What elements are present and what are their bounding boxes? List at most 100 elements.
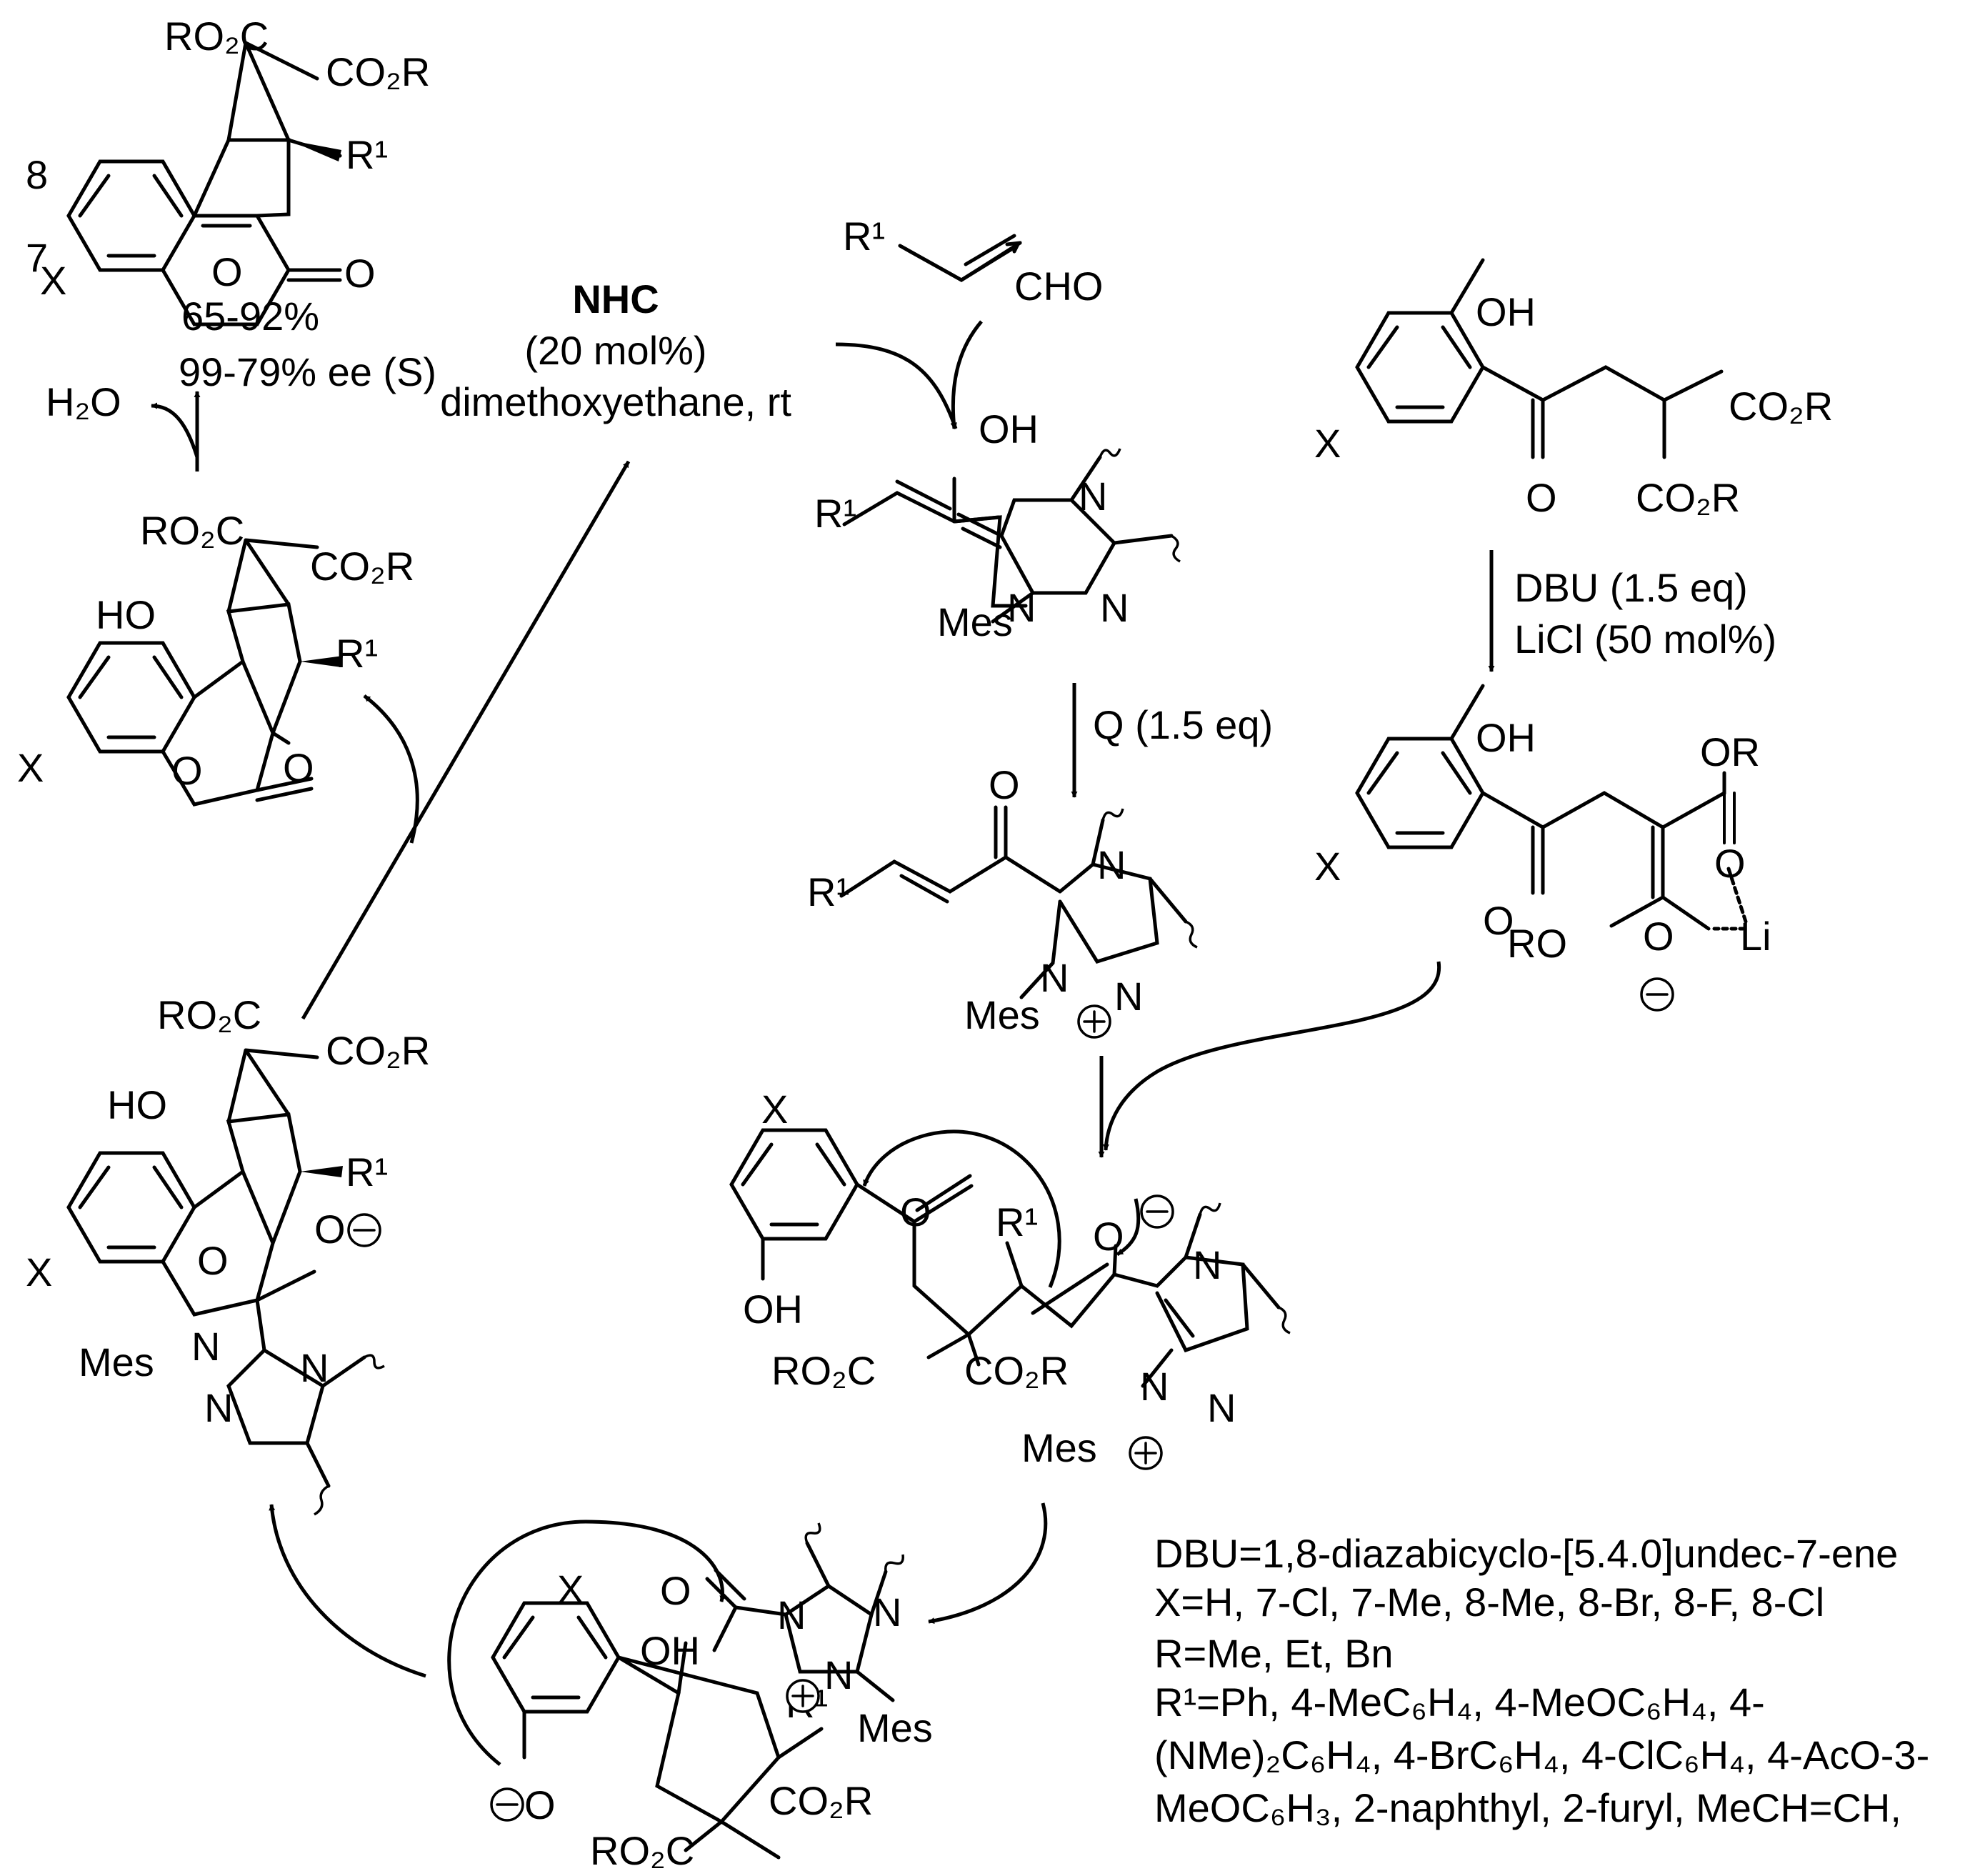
enolate-li: Li: [1740, 914, 1771, 959]
tetrahedral-intermediate: RO₂C CO₂R HO R¹ X O O Mes N N N: [26, 992, 430, 1516]
acyl-n4: N: [1097, 842, 1126, 887]
product-top-right-ester: CO₂R: [326, 49, 430, 94]
michael-hydroxyl: OH: [743, 1287, 803, 1332]
product-position-8: 8: [26, 152, 48, 197]
lactone-substituent: R¹: [336, 631, 378, 676]
enal-aldehyde: CHO: [1014, 264, 1103, 309]
aldol-ester-left: RO₂C: [590, 1828, 694, 1873]
oxidation-step: Q (1.5 eq): [1071, 683, 1273, 798]
enolate-o-top: O: [1714, 841, 1746, 886]
breslow-n2: N: [1100, 585, 1129, 630]
ketomalonate-ester-1: CO₂R: [1729, 384, 1833, 429]
michael-n1: N: [1140, 1364, 1169, 1409]
water-label: H₂O: [46, 379, 121, 424]
legend-line-5: (NMe)₂C₆H₄, 4-BrC₆H₄, 4-ClC₆H₄, 4-AcO-3-: [1154, 1732, 1929, 1777]
michael-ester-right: CO₂R: [964, 1348, 1069, 1393]
base-line2: LiCl (50 mol%): [1514, 617, 1776, 662]
enal-structure: R¹ CHO: [843, 214, 1103, 429]
lactonization-arrow: [269, 1504, 426, 1678]
tetra-ester-right: CO₂R: [326, 1028, 430, 1073]
aldol-phenoxide-o: O: [524, 1782, 556, 1827]
tetra-n2: N: [204, 1385, 233, 1430]
aldol-n4: N: [777, 1592, 806, 1637]
lactone-carbonyl-o: O: [283, 745, 314, 790]
breslow-substituent: R¹: [814, 491, 856, 536]
enolate-ro: RO: [1507, 921, 1567, 966]
michael-enolate-o: O: [1093, 1214, 1124, 1259]
breslow-n4: N: [1079, 474, 1107, 519]
oxidant-label: Q (1.5 eq): [1093, 702, 1273, 747]
product-yield: 65-92%: [181, 294, 319, 339]
aldol-carbonyl-o: O: [660, 1568, 691, 1613]
legend: DBU=1,8-diazabicyclo-[5.4.0]undec-7-ene …: [1154, 1531, 1929, 1830]
base-step: DBU (1.5 eq) LiCl (50 mol%): [1488, 550, 1776, 672]
enolate-ketone-o: O: [1483, 898, 1514, 943]
lactone-ring-o: O: [171, 748, 203, 793]
legend-line-1: DBU=1,8-diazabicyclo-[5.4.0]undec-7-ene: [1154, 1531, 1898, 1576]
product-substituent: R¹: [346, 132, 388, 177]
legend-line-4: R¹=Ph, 4-MeC₆H₄, 4-MeOC₆H₄, 4-: [1154, 1680, 1765, 1725]
product-top-left-ester: RO₂C: [164, 14, 269, 59]
tetra-alkoxide-o: O: [314, 1207, 346, 1252]
tetra-ring-x: X: [26, 1249, 52, 1294]
catalyst-elimination-arrow: [363, 694, 419, 844]
enolate-hydroxyl: OH: [1476, 715, 1536, 760]
tetra-hydroxyl: HO: [107, 1082, 167, 1127]
tetra-ring-o: O: [197, 1238, 229, 1283]
product-ring-oxygen: O: [211, 249, 243, 294]
aldol-hydroxyl: OH: [640, 1628, 700, 1673]
ketomalonate-ketone-o: O: [1526, 475, 1557, 520]
product-position-7: 7: [26, 235, 48, 280]
tetra-ester-left: RO₂C: [157, 992, 261, 1037]
acyl-carbonyl-o: O: [989, 762, 1020, 807]
lactone-ring-x: X: [17, 745, 44, 790]
aldol-step-arrow: [928, 1502, 1048, 1625]
acyl-n1: N: [1040, 955, 1069, 1000]
product-bonds: [66, 41, 342, 326]
ketomalonate-ester-2: CO₂R: [1636, 475, 1740, 520]
michael-substituent: R¹: [996, 1199, 1038, 1244]
aldol-ester-right: CO₂R: [769, 1778, 873, 1823]
acyl-substituent: R¹: [807, 869, 849, 914]
enolate-ester-or: OR: [1700, 729, 1760, 774]
product-ee: 99-79% ee (S): [179, 349, 436, 394]
breslow-n1: N: [1007, 585, 1036, 630]
catalyst-loading: (20 mol%): [524, 328, 706, 373]
lithium-enolate: OH X O OR O Li RO O: [1314, 684, 1771, 1012]
michael-n2: N: [1207, 1385, 1236, 1430]
enolate-o-bottom: O: [1643, 914, 1674, 959]
michael-n4: N: [1193, 1242, 1221, 1287]
ketomalonate-hydroxyl: OH: [1476, 289, 1536, 334]
michael-addition-arrows: [1098, 961, 1441, 1158]
breslow-mes: Mes: [937, 599, 1013, 644]
michael-ester-left: RO₂C: [771, 1348, 876, 1393]
ketomalonate-substrate: OH X O CO₂R CO₂R: [1314, 258, 1833, 520]
breslow-hydroxyl: OH: [979, 406, 1039, 451]
product-ring-x: X: [40, 258, 66, 303]
legend-line-6: MeOC₆H₃, 2-naphthyl, 2-furyl, MeCH=CH,: [1154, 1785, 1901, 1830]
aldol-adduct: X O OH O R¹ CO₂R RO₂C N N N Mes: [447, 1520, 933, 1873]
acyl-azolium: R¹ O N N N Mes: [807, 762, 1198, 1039]
water-loss-arrow: H₂O: [46, 379, 201, 472]
aldol-mes: Mes: [857, 1705, 933, 1750]
tetra-substituent: R¹: [346, 1149, 388, 1194]
michael-ring-x: X: [761, 1087, 788, 1132]
lactone-alcohol: RO₂C CO₂R HO R¹ X O O: [17, 508, 414, 807]
tetra-mes: Mes: [79, 1339, 154, 1384]
lactone-ester-right: CO₂R: [310, 544, 414, 589]
lactone-ester-left: RO₂C: [140, 508, 244, 553]
catalyst-release-arrow: [301, 460, 631, 1020]
catalyst-conditions: NHC (20 mol%) dimethoxyethane, rt: [440, 276, 958, 429]
product-structure: RO₂C CO₂R R¹ 8 7 X O O 65-92% 99-79% ee …: [26, 14, 436, 394]
tetra-n4: N: [300, 1345, 329, 1390]
legend-line-3: R=Me, Et, Bn: [1154, 1631, 1394, 1676]
tetra-n1: N: [191, 1324, 220, 1369]
catalyst-conditions-text: dimethoxyethane, rt: [440, 379, 791, 424]
legend-line-2: X=H, 7-Cl, 7-Me, 8-Me, 8-Br, 8-F, 8-Cl: [1154, 1580, 1824, 1625]
enolate-ring-x: X: [1314, 844, 1341, 889]
aldol-n1: N: [824, 1652, 853, 1697]
catalyst-name: NHC: [572, 276, 659, 321]
aldol-ring-x: X: [557, 1567, 584, 1612]
michael-mes: Mes: [1021, 1425, 1097, 1470]
